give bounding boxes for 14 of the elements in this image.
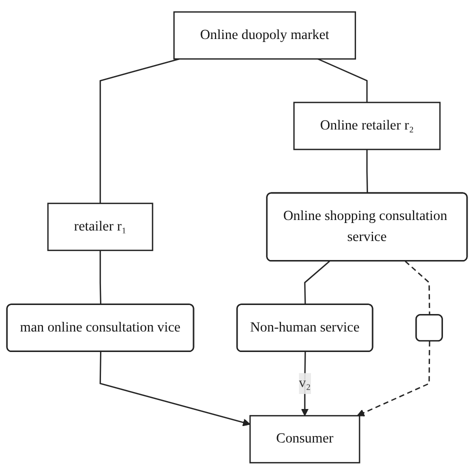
- node-box: Online duopoly market: [173, 10, 356, 60]
- node-box: Online retailer r₂: [293, 101, 441, 150]
- arrow: [300, 351, 309, 416]
- connector: [366, 149, 368, 194]
- arrow: [356, 340, 430, 416]
- node-box: Consumer: [249, 414, 360, 464]
- connector: [100, 58, 180, 204]
- connector: [100, 250, 102, 304]
- edge-label: v₂: [298, 375, 311, 390]
- arrow: [100, 351, 250, 426]
- connector: [318, 58, 368, 102]
- node-box: retailer r₁: [47, 202, 154, 251]
- connector: [304, 260, 330, 304]
- connector: [404, 260, 430, 315]
